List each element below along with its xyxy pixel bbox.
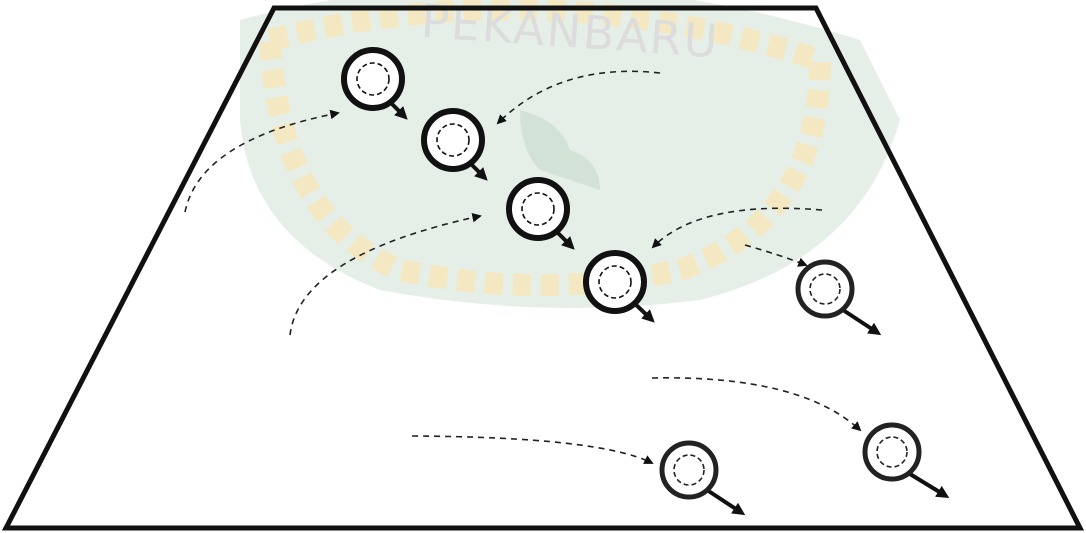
movement-path: [496, 70, 661, 125]
movement-path: [651, 207, 823, 249]
movement-paths: [184, 70, 862, 464]
university-seal-watermark: PEKANBARU: [240, 0, 900, 308]
field-outline: [1, 5, 1085, 531]
movement-path: [184, 109, 340, 213]
player: [659, 440, 746, 516]
player: [506, 177, 575, 250]
player: [341, 47, 408, 120]
player: [421, 108, 488, 181]
movement-path: [651, 377, 862, 432]
player: [583, 250, 655, 323]
movement-path: [289, 212, 482, 336]
movement-path: [411, 435, 654, 464]
movement-path: [744, 244, 808, 267]
players: [341, 47, 950, 516]
player: [795, 259, 882, 336]
player: [862, 422, 950, 499]
